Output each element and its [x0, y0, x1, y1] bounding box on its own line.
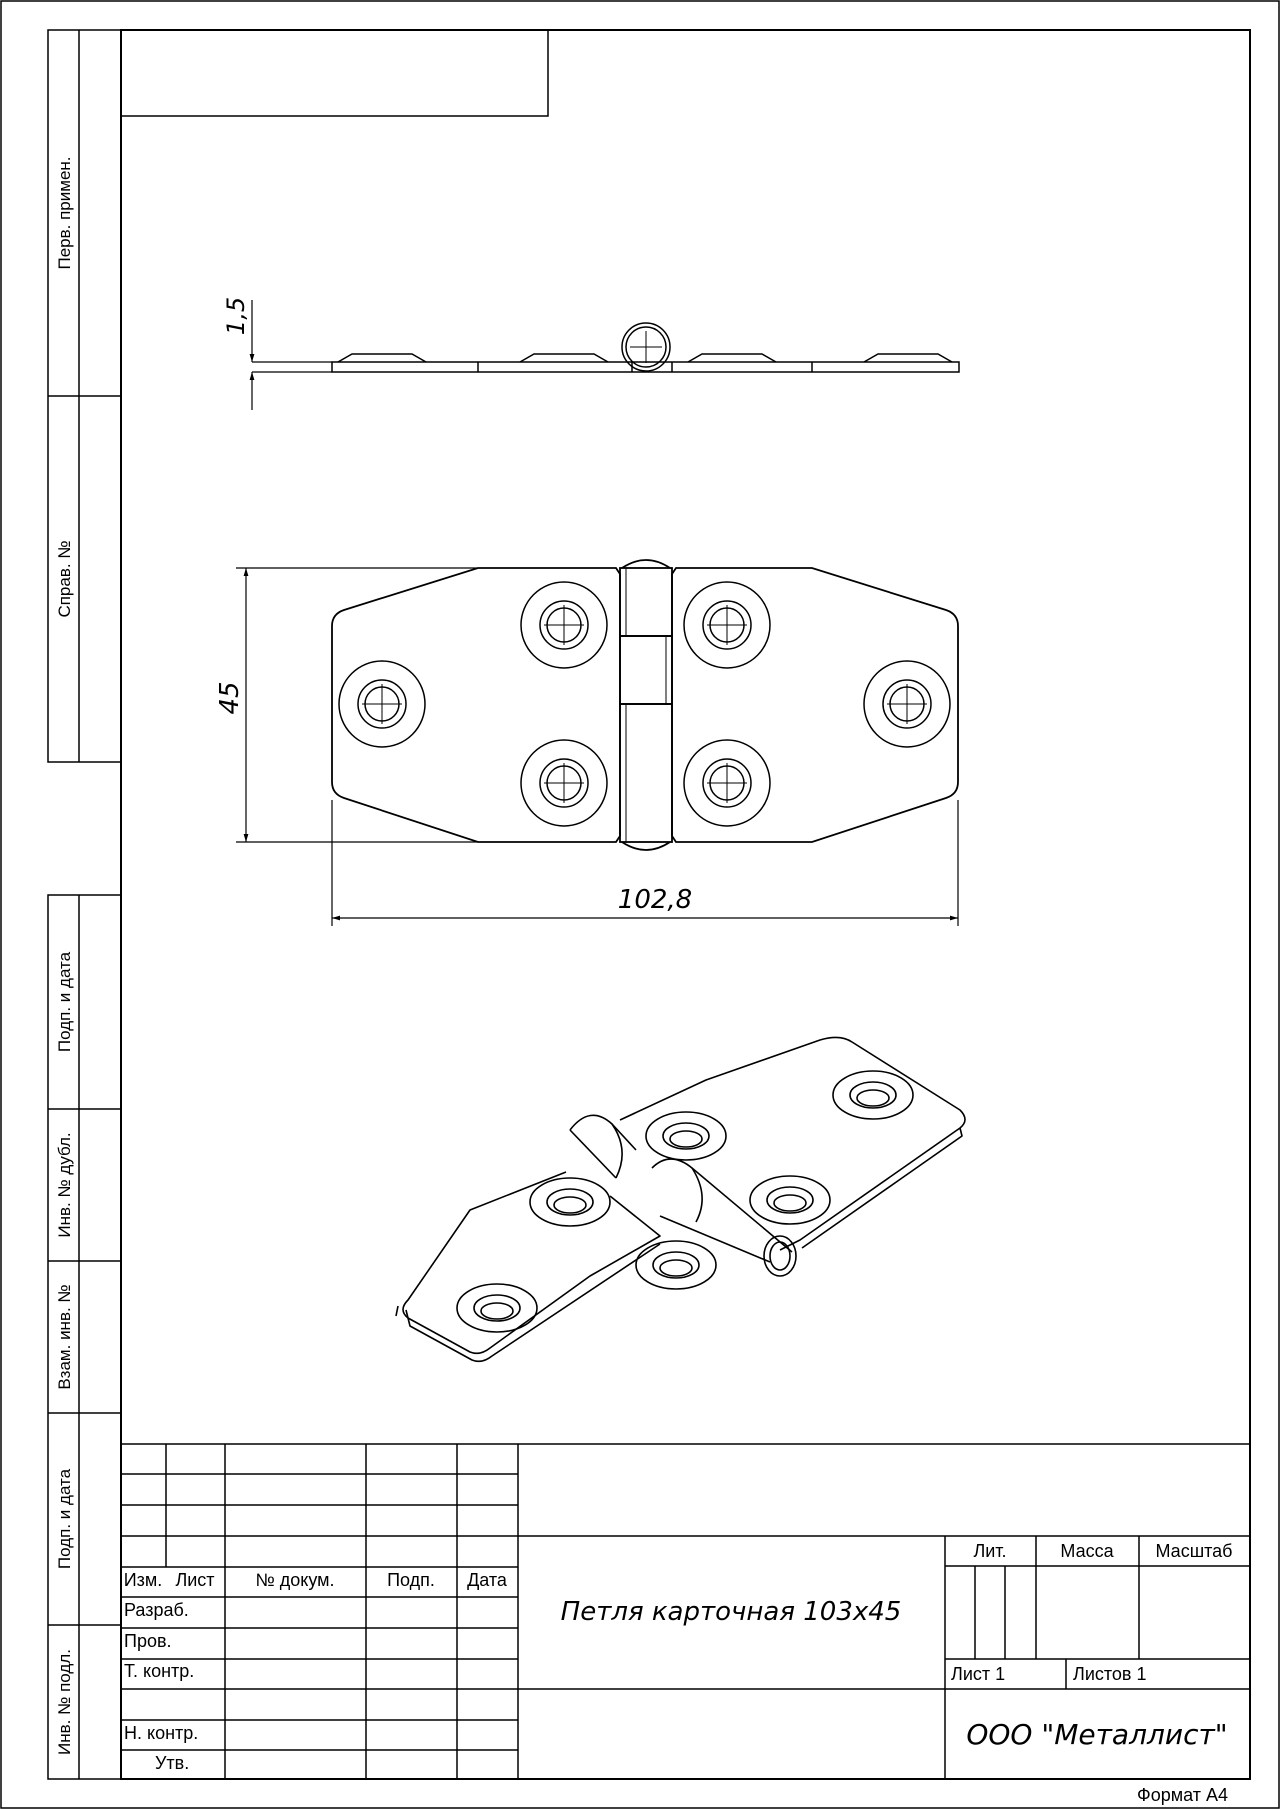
left-margin-lower: [47, 894, 122, 1780]
top-left-box: [121, 30, 549, 117]
top-view: [331, 559, 959, 851]
role-razrab: Разраб.: [124, 1600, 189, 1620]
side-label-podp-data-1: Подп. и дата: [55, 951, 74, 1052]
part-name: Петля карточная 103х45: [561, 1597, 902, 1627]
length-label: 102,8: [618, 885, 692, 915]
thickness-dimension: [249, 300, 332, 410]
isometric-view: [395, 1036, 966, 1363]
sheet-count: Листов 1: [1073, 1664, 1147, 1684]
lit-label: Лит.: [973, 1541, 1006, 1561]
role-t-kontr: Т. контр.: [124, 1661, 194, 1681]
role-n-kontr: Н. контр.: [124, 1723, 198, 1743]
thickness-label: 1,5: [222, 297, 250, 335]
side-view: [331, 322, 960, 373]
format-label: Формат А4: [1137, 1785, 1228, 1805]
left-margin-upper: [47, 29, 122, 763]
role-prov: Пров.: [124, 1631, 172, 1651]
side-label-inv-podl: Инв. № подл.: [55, 1649, 74, 1755]
header-data: Дата: [467, 1570, 508, 1590]
massa-label: Масса: [1060, 1541, 1114, 1561]
header-izm: Изм.: [124, 1570, 163, 1590]
side-label-vzam-inv: Взам. инв. №: [55, 1284, 74, 1389]
side-label-podp-data-2: Подп. и дата: [55, 1468, 74, 1569]
company-name: ООО "Металлист": [966, 1718, 1227, 1751]
length-dimension: [331, 800, 959, 926]
sheet-number: Лист 1: [951, 1664, 1005, 1684]
mounting-holes: [338, 581, 951, 827]
masshtab-label: Масштаб: [1155, 1541, 1232, 1561]
role-utv: Утв.: [155, 1753, 189, 1773]
header-list: Лист: [175, 1570, 214, 1590]
side-label-sprav-no: Справ. №: [55, 540, 74, 617]
header-doc-no: № докум.: [255, 1570, 334, 1590]
title-block: [121, 1443, 1250, 1779]
header-podp: Подп.: [387, 1570, 435, 1590]
height-dimension: [236, 567, 478, 843]
side-label-inv-dubl: Инв. № дубл.: [55, 1132, 74, 1237]
height-label: 45: [215, 681, 245, 714]
side-label-perv-primen: Перв. примен.: [55, 156, 74, 269]
